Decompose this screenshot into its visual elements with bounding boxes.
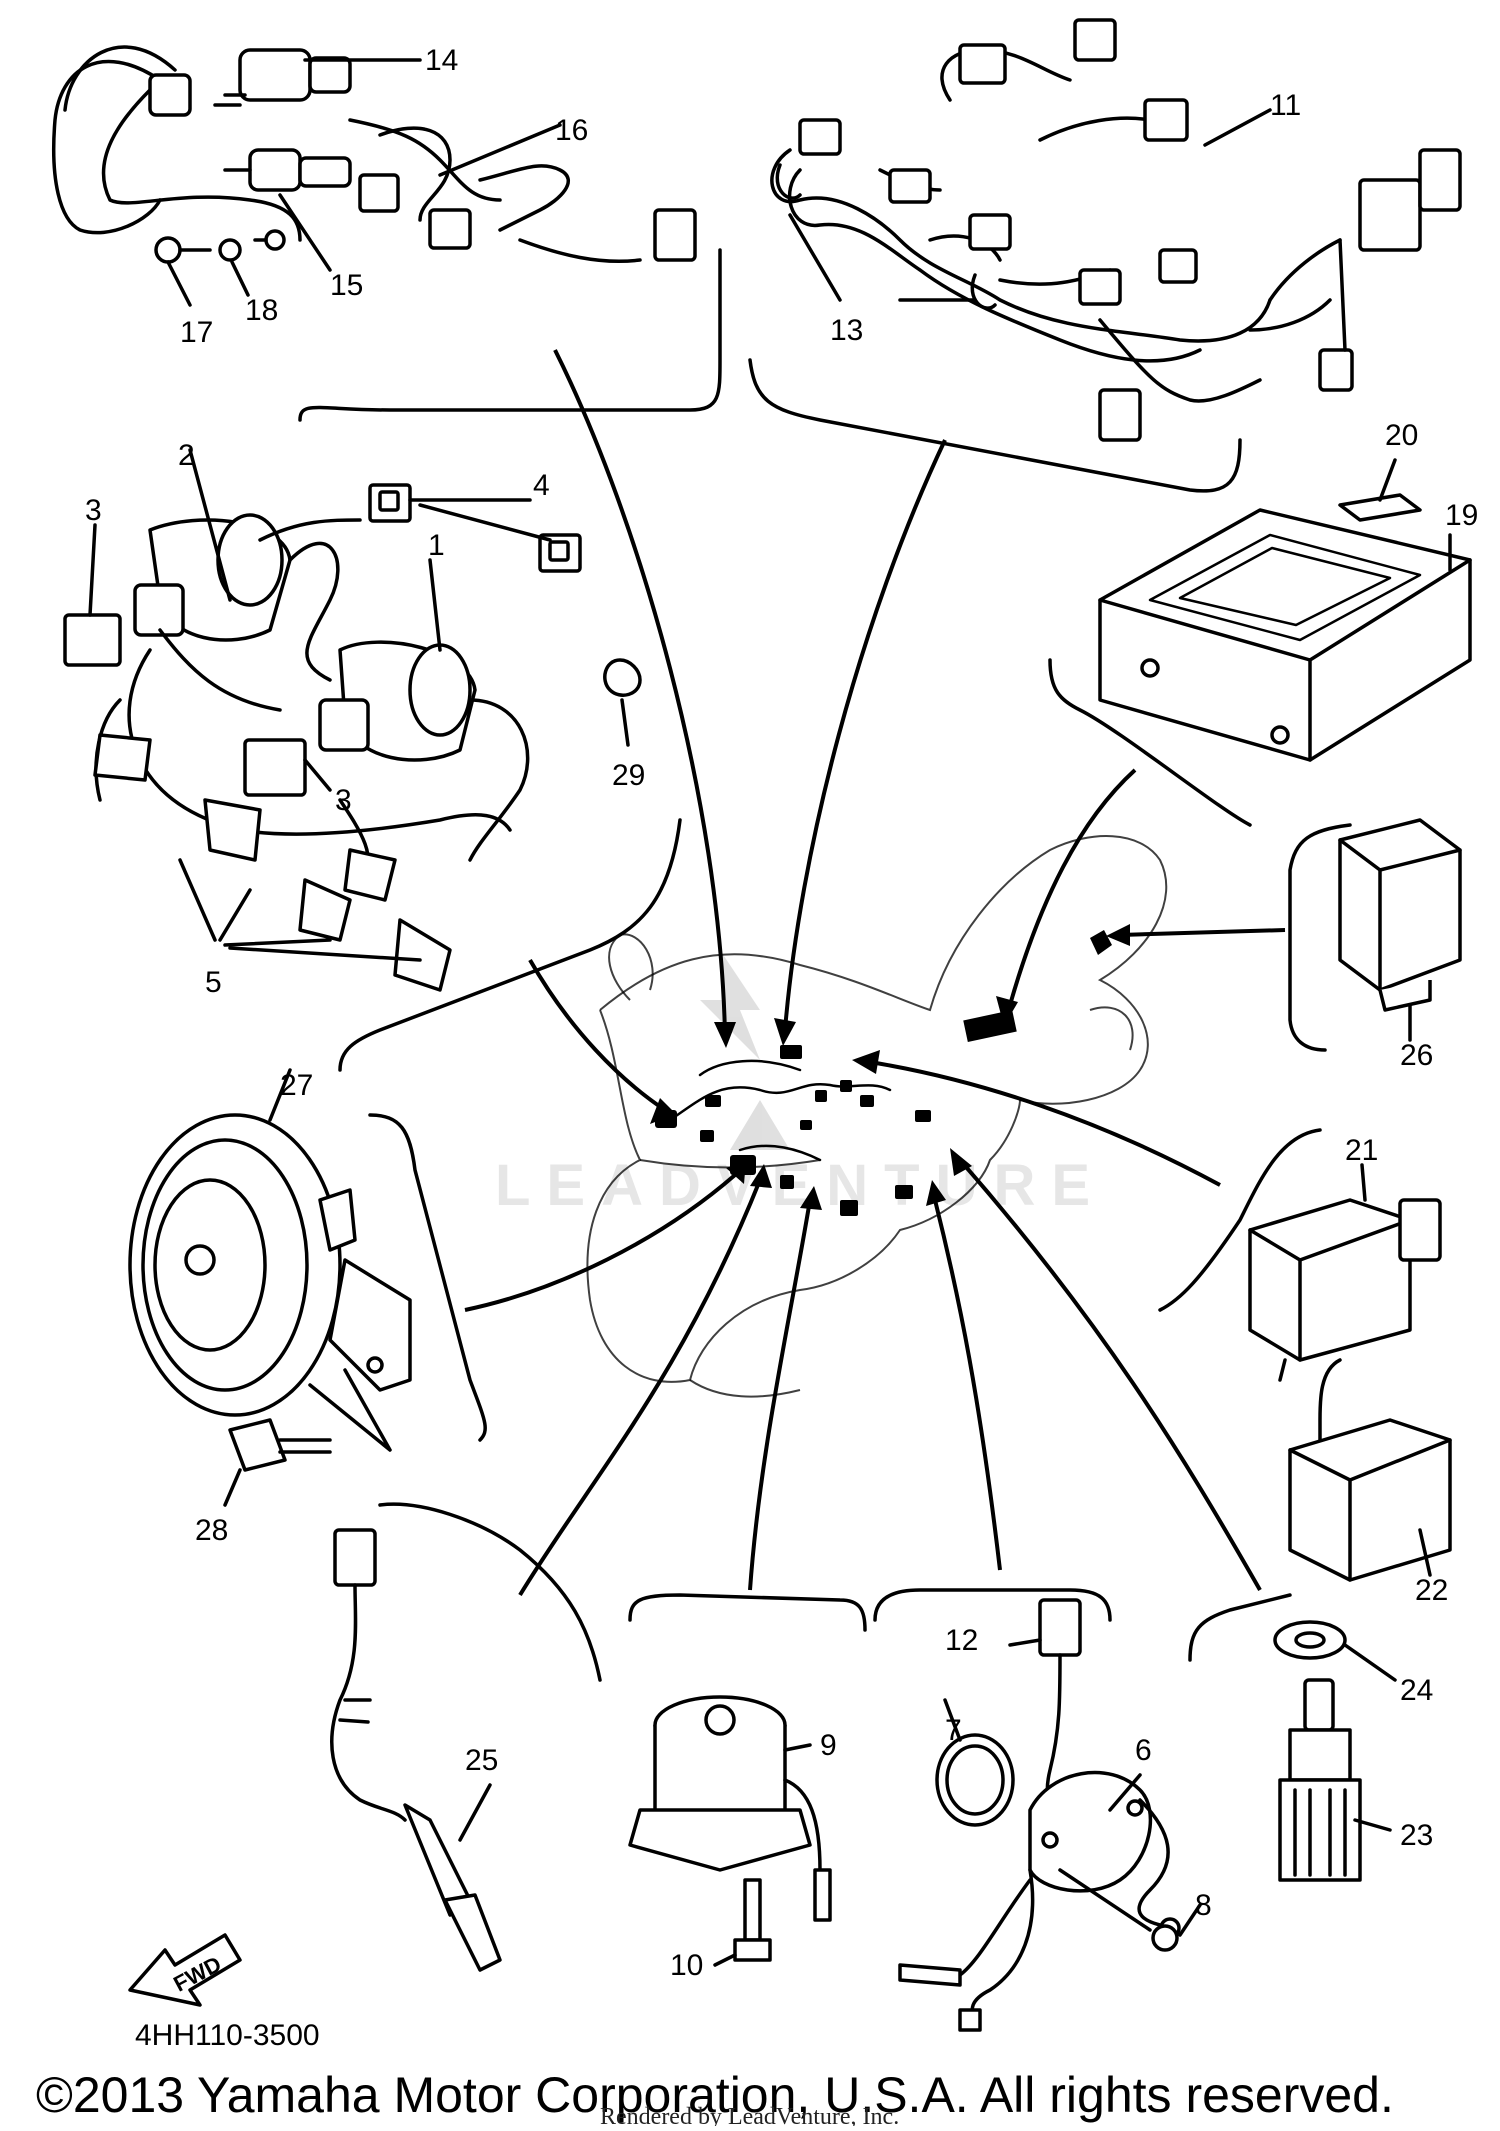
callout-labels: 14 16 15 17 18 11 13 20 19 2 3 4 1 3 29 …: [85, 44, 1478, 1982]
fwd-arrow-icon: FWD: [128, 1933, 242, 2007]
rendered-by-notice: Rendered by LeadVenture, Inc.: [600, 2104, 899, 2126]
connector-icon: [1098, 388, 1142, 442]
callout-1: 1: [428, 529, 445, 562]
horn-27-icon: [128, 1068, 412, 1417]
ignition-coil-group: [63, 448, 642, 992]
screw-17-icon: [154, 236, 182, 264]
sensor-6-icon: [898, 1598, 1181, 2032]
callout-14: 14: [425, 44, 458, 77]
callout-3b: 3: [335, 784, 352, 817]
part-code: 4HH110-3500: [135, 2019, 320, 2052]
callout-20: 20: [1385, 419, 1418, 452]
callout-17: 17: [180, 316, 213, 349]
washer-24-icon: [1273, 1620, 1397, 1682]
sensor-25-icon: [330, 1528, 502, 1972]
connector-icon: [358, 173, 400, 213]
callout-28: 28: [195, 1514, 228, 1547]
callout-21: 21: [1345, 1134, 1378, 1167]
callout-4: 4: [533, 469, 550, 502]
cap-3a-icon: [63, 613, 122, 667]
switch-15-icon: [223, 148, 352, 192]
connector-icon: [888, 168, 932, 204]
bolt-10-icon: [713, 1878, 772, 1967]
callout-8: 8: [1195, 1889, 1212, 1922]
clip-29-icon: [603, 658, 642, 697]
callout-2: 2: [178, 439, 195, 472]
watermark-logo: [700, 950, 790, 1150]
callout-16: 16: [555, 114, 588, 147]
callout-11: 11: [1270, 89, 1301, 122]
bolt-28-icon: [223, 1368, 392, 1507]
rectifier-21-icon: [1248, 1163, 1442, 1382]
connector-icon: [1073, 18, 1117, 62]
callout-22: 22: [1415, 1574, 1448, 1607]
callout-5: 5: [205, 966, 222, 999]
o-ring-7-icon: [935, 1698, 1015, 1827]
switch-23-icon: [1278, 1678, 1392, 1882]
callout-26: 26: [1400, 1039, 1433, 1072]
callout-10: 10: [670, 1949, 703, 1982]
ignition-coil-2-icon: [133, 513, 292, 642]
relay-26-icon: [1338, 818, 1462, 1042]
connector-icon: [1158, 248, 1198, 284]
connector-icon: [428, 208, 472, 250]
cap-3b-icon: [243, 738, 307, 797]
callout-6: 6: [1135, 1734, 1152, 1767]
relay-22-icon: [1288, 1418, 1452, 1582]
solenoid-9-icon: [628, 1695, 832, 1922]
callout-9: 9: [820, 1729, 837, 1762]
copyright-notice: ©2013 Yamaha Motor Corporation, U.S.A. A…: [36, 2067, 1394, 2123]
connector-icon: [1143, 98, 1189, 142]
screw-8-icon: [1058, 1868, 1202, 1952]
connector-icon: [968, 213, 1012, 251]
connector-icon: [1318, 348, 1354, 392]
connector-icon: [958, 43, 1007, 85]
callout-15: 15: [330, 269, 363, 302]
callout-13: 13: [830, 314, 863, 347]
spark-plug-cap-icon: [93, 733, 452, 992]
callout-19: 19: [1445, 499, 1478, 532]
callout-25: 25: [465, 1744, 498, 1777]
group-brackets: [298, 248, 1352, 1682]
connector-icon: [653, 208, 697, 262]
wire-harness-group: [770, 18, 1462, 442]
main-connector-icon: [1358, 178, 1422, 252]
washer-18-icon: [218, 238, 242, 262]
callout-3a: 3: [85, 494, 102, 527]
callout-23: 23: [1400, 1819, 1433, 1852]
connector-icon: [1078, 268, 1122, 306]
switch-14-icon: [213, 48, 352, 107]
connector-icon: [798, 118, 842, 156]
callout-24: 24: [1400, 1674, 1433, 1707]
ecu-19-icon: [1098, 458, 1472, 762]
callout-18: 18: [245, 294, 278, 327]
callout-27: 27: [280, 1069, 313, 1102]
callout-12: 12: [945, 1624, 978, 1657]
connector-icon: [148, 73, 192, 117]
switch-harness-group: [51, 45, 697, 307]
ignition-coil-1-icon: [318, 640, 477, 762]
callout-7: 7: [945, 1714, 962, 1747]
leader-arrows: [464, 349, 1286, 1597]
callout-29: 29: [612, 759, 645, 792]
